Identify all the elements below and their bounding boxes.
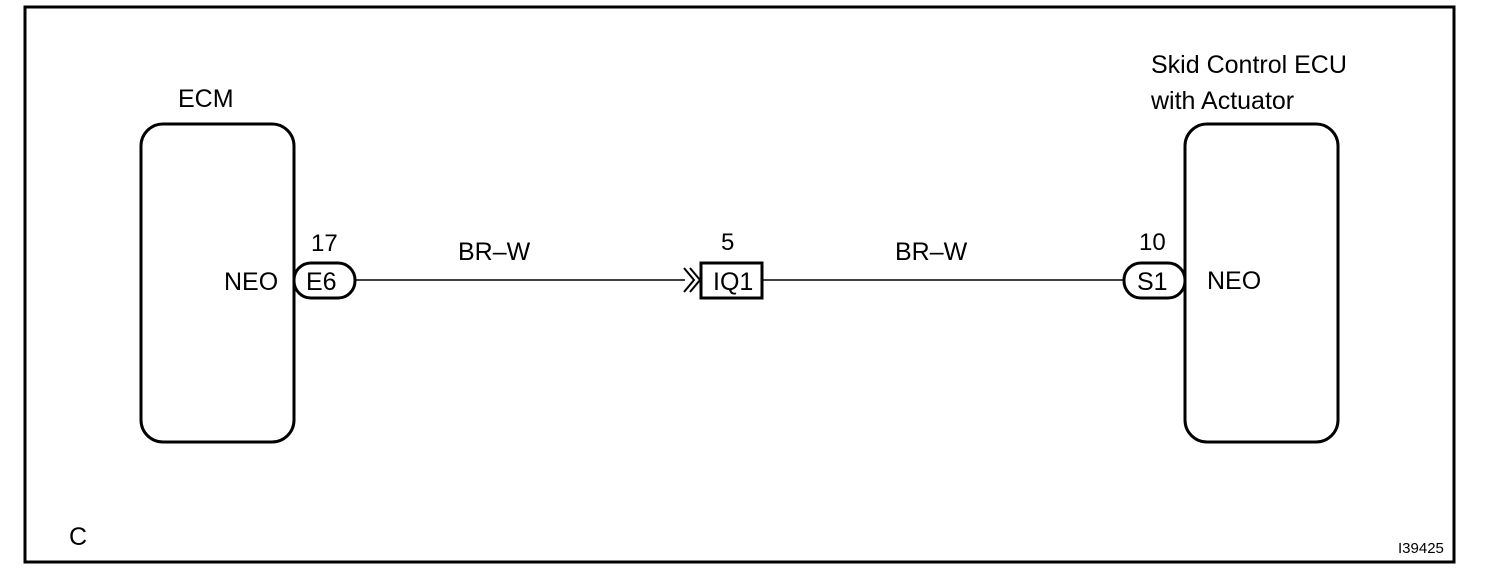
ecm-title: ECM <box>178 85 234 113</box>
skid-connector-label: S1 <box>1137 268 1168 296</box>
junction-connector <box>699 261 764 300</box>
junction-pin-number: 5 <box>721 229 734 256</box>
skid-title-line1: Skid Control ECU <box>1151 51 1347 79</box>
skid-pin-number: 10 <box>1139 229 1166 256</box>
diagram-frame <box>23 5 1456 564</box>
wire-right-color: BR–W <box>895 238 968 266</box>
figure-id: I39425 <box>1398 540 1444 557</box>
ecm-connector-label: E6 <box>306 268 337 296</box>
wire-left-color: BR–W <box>458 238 531 266</box>
skid-connector <box>1122 261 1187 300</box>
corner-letter: C <box>69 523 87 551</box>
junction-connector-label: IQ1 <box>713 268 753 296</box>
ecm-signal-label: NEO <box>224 268 278 296</box>
skid-title-line2: with Actuator <box>1150 87 1294 115</box>
ecm-pin-number: 17 <box>311 230 338 257</box>
junction-chevron-outer <box>683 267 696 293</box>
skid-signal-label: NEO <box>1207 267 1261 295</box>
